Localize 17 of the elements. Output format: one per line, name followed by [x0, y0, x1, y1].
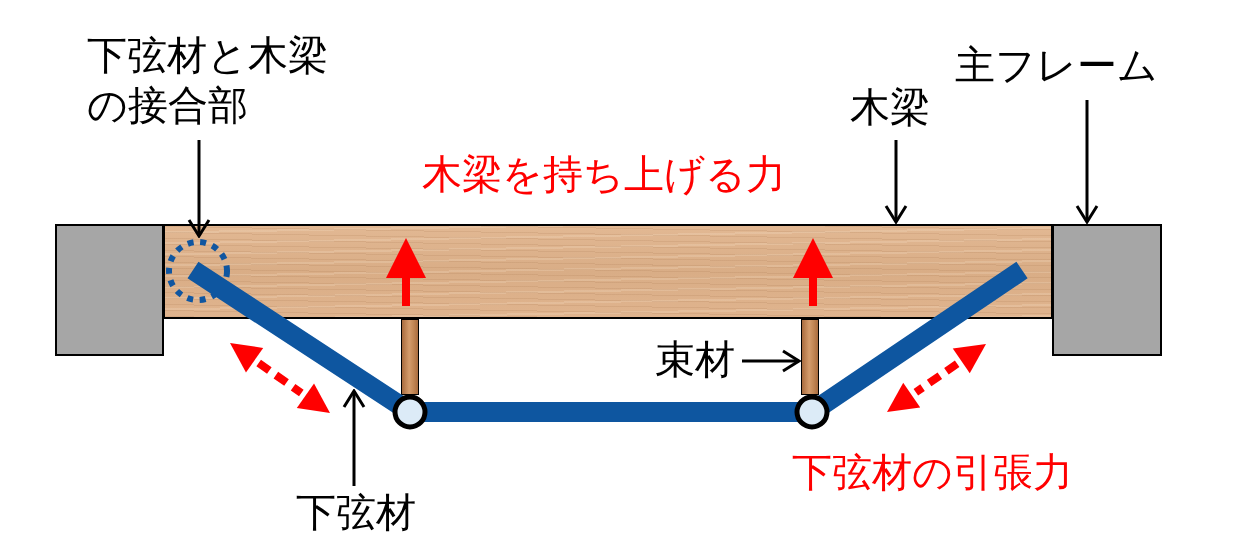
leader-arrow	[342, 389, 366, 486]
frame-block	[1052, 224, 1162, 356]
joint-label: 下弦材と木梁の接合部	[87, 30, 337, 130]
wooden-beam	[163, 224, 1053, 319]
beam-label: 木梁	[850, 85, 930, 129]
leader-arrow	[884, 140, 908, 224]
chord-label: 下弦材	[296, 490, 416, 534]
frame-block	[55, 224, 164, 356]
frame-label: 主フレーム	[955, 43, 1158, 87]
dotted-joint-circle	[166, 239, 230, 303]
lower-chord	[187, 261, 1028, 422]
leader-arrow	[187, 140, 211, 238]
leader-arrow	[742, 349, 801, 373]
leader-arrow	[1075, 100, 1099, 224]
post-label: 束材	[655, 337, 735, 381]
force-label: 下弦材の引張力	[792, 450, 1073, 494]
force-label: 木梁を持ち上げる力	[422, 152, 786, 196]
